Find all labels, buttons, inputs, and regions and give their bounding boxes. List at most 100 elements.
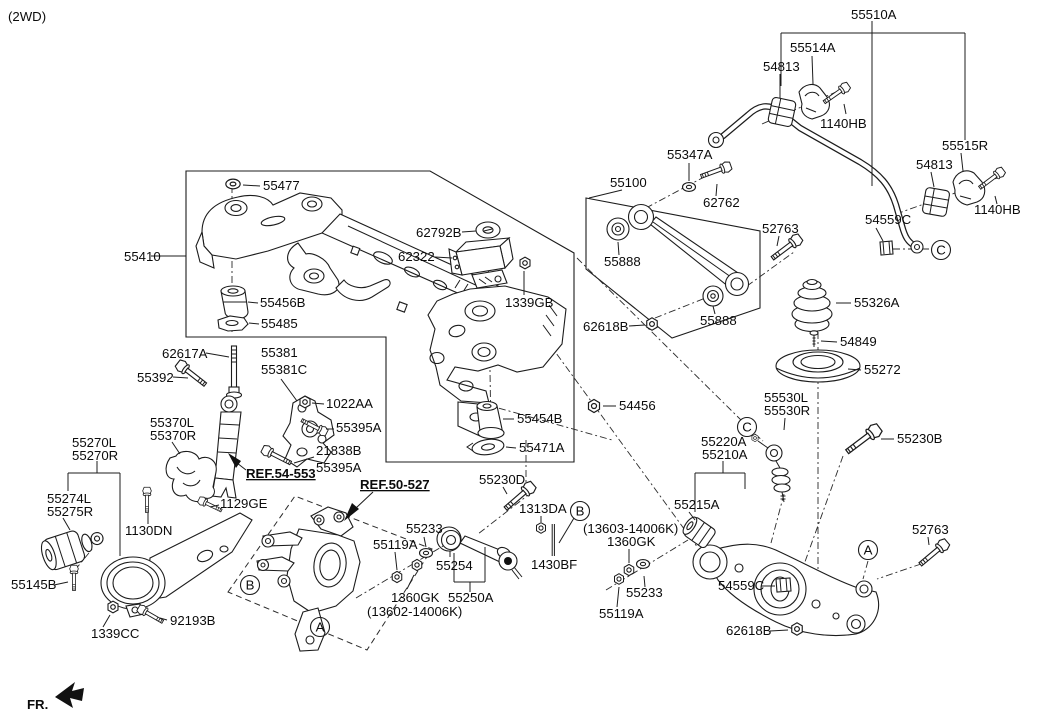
part-label-55370R: 55370R xyxy=(150,428,196,443)
washer-55347a-icon xyxy=(681,182,697,192)
bushing-55454b-icon xyxy=(476,400,505,440)
nut-55119a-right-icon xyxy=(614,573,624,585)
rod-55250a-drawing xyxy=(440,529,523,580)
bushing-55456b-icon xyxy=(220,285,249,320)
part-label-55270R: 55270R xyxy=(72,448,118,463)
part-label-62792B: 62792B xyxy=(416,225,462,240)
part-labels-layer: (2WD)55510A55514A548131140HB55515R548131… xyxy=(8,7,1021,712)
subframe-group-box xyxy=(185,170,575,463)
part-label-54813-left: 54813 xyxy=(763,59,800,74)
nut-1022aa-icon xyxy=(299,395,311,409)
part-label-55215A: 55215A xyxy=(674,497,720,512)
part-label-21838B: 21838B xyxy=(316,443,362,458)
part-label-55381: 55381 xyxy=(261,345,298,360)
part-label-drive-type: (2WD) xyxy=(8,9,46,24)
assist-arm-bushing-lower-icon xyxy=(702,285,724,307)
ref-54-553-arrow-icon xyxy=(228,453,247,471)
bolt-55392-icon xyxy=(173,357,210,390)
nut-54456-icon xyxy=(587,398,601,414)
part-label-55119A-right: 55119A xyxy=(599,606,644,621)
part-label-13603-14006K: (13603-14006K) xyxy=(583,521,678,536)
rear-knuckle-drawing xyxy=(256,506,361,652)
part-label-55456B: 55456B xyxy=(260,295,306,310)
part-label-REF-54-553: REF.54-553 xyxy=(246,466,316,481)
assist-arm-bushing-upper-icon xyxy=(606,217,630,241)
part-label-1360GK-right: 1360GK xyxy=(607,534,656,549)
bolt-52763-upper-icon xyxy=(768,231,805,264)
part-label-REF-50-527: REF.50-527 xyxy=(360,477,430,492)
part-label-1339CC: 1339CC xyxy=(91,626,140,641)
position-marker-letter: B xyxy=(576,504,585,519)
part-label-55272: 55272 xyxy=(864,362,901,377)
part-label-52763-top: 52763 xyxy=(762,221,799,236)
ref-50-527-arrow-icon xyxy=(344,491,374,521)
part-label-55510A: 55510A xyxy=(851,7,897,22)
part-label-55274L: 55274L xyxy=(47,491,91,506)
part-label-54849: 54849 xyxy=(840,334,877,349)
part-label-55410: 55410 xyxy=(124,249,161,264)
part-label-55395A-upper: 55395A xyxy=(336,420,382,435)
stabilizer-bushing-left-icon xyxy=(767,96,797,128)
washer-55477-icon xyxy=(225,178,241,190)
position-marker-letter: A xyxy=(864,543,873,558)
washer-55233-left-icon xyxy=(418,548,434,558)
part-label-13602-14006K: (13602-14006K) xyxy=(367,604,462,619)
part-label-55888-upper: 55888 xyxy=(604,254,641,269)
nut-55119a-left-icon xyxy=(391,570,403,584)
part-label-55233-left: 55233 xyxy=(406,521,443,536)
part-label-52763-bottom: 52763 xyxy=(912,522,949,537)
nut-62618b-lower-icon xyxy=(791,622,803,636)
label-leader-lines xyxy=(53,21,998,632)
part-label-55454B: 55454B xyxy=(517,411,563,426)
part-label-1313DA: 1313DA xyxy=(519,501,567,516)
position-marker-letter: A xyxy=(316,620,325,635)
bolt-1130dn-icon xyxy=(142,486,152,513)
dust-shield-55370-drawing xyxy=(165,450,217,503)
part-label-55119A-left: 55119A xyxy=(373,537,418,552)
position-marker-b-3: B xyxy=(569,500,591,522)
nut-1360gk-right-icon xyxy=(623,563,635,577)
part-label-55233-right: 55233 xyxy=(626,585,663,600)
part-label-55275R: 55275R xyxy=(47,504,93,519)
part-label-55477: 55477 xyxy=(263,178,300,193)
part-label-55888-lower: 55888 xyxy=(700,313,737,328)
position-marker-c-4: C xyxy=(930,239,952,261)
part-label-54456: 54456 xyxy=(619,398,656,413)
part-label-55145B: 55145B xyxy=(11,577,57,592)
part-label-92193B: 92193B xyxy=(170,613,216,628)
part-label-54813-right: 54813 xyxy=(916,157,953,172)
part-label-55395A-lower: 55395A xyxy=(316,460,362,475)
stabilizer-clamp-icon xyxy=(879,240,894,256)
bracket-62322-icon xyxy=(448,236,514,289)
grommet-62792b-icon xyxy=(475,221,501,239)
part-label-55100: 55100 xyxy=(610,175,647,190)
clamp-54559c-lower-icon xyxy=(775,577,792,593)
part-label-55220A: 55220A xyxy=(701,434,747,449)
position-markers-layer: A A B B C C xyxy=(239,239,952,638)
nut-1360gk-left-icon xyxy=(411,558,423,572)
part-label-62762: 62762 xyxy=(703,195,740,210)
position-marker-a-0: A xyxy=(309,616,331,638)
washer-1313da-icon xyxy=(536,522,546,534)
assist-arm-group-box xyxy=(585,197,761,339)
subframe-crossmember-drawing xyxy=(195,192,567,437)
part-label-1140HB-right: 1140HB xyxy=(974,202,1021,217)
stabilizer-link-55530-drawing xyxy=(751,434,791,503)
trailing-arm-drawing xyxy=(100,512,253,618)
position-marker-b-2: B xyxy=(239,574,261,596)
fr-arrow-icon xyxy=(55,682,84,708)
position-marker-letter: C xyxy=(742,420,752,435)
part-label-55347A: 55347A xyxy=(667,147,713,162)
stopper-55485-icon xyxy=(217,315,249,332)
position-marker-letter: B xyxy=(246,578,255,593)
stabilizer-bolt-right-icon xyxy=(976,165,1007,193)
part-label-1360GK-left: 1360GK xyxy=(391,590,440,605)
part-label-55514A: 55514A xyxy=(790,40,836,55)
stabilizer-bracket-left-icon xyxy=(798,83,830,120)
pin-1430bf-icon xyxy=(551,524,555,556)
position-marker-c-5: C xyxy=(736,416,758,438)
part-label-1022AA: 1022AA xyxy=(326,396,373,411)
part-label-62618B-mid: 62618B xyxy=(583,319,629,334)
part-label-55471A: 55471A xyxy=(519,440,565,455)
